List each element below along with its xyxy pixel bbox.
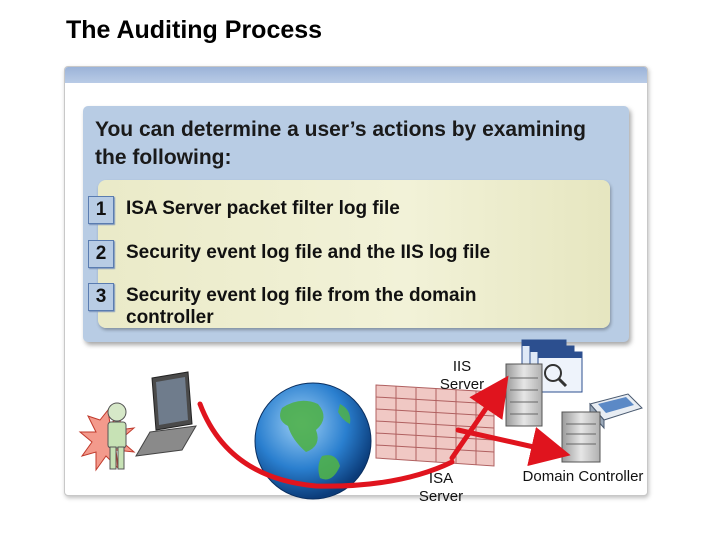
firewall-icon (375, 384, 495, 467)
isa-server-label: ISA Server (418, 470, 464, 505)
domain-controller-icon (561, 411, 601, 463)
item-number-1: 1 (88, 196, 114, 224)
list-item-2: 2 Security event log file and the IIS lo… (88, 240, 566, 268)
arrow-icon (197, 375, 571, 489)
user-icon (78, 402, 136, 472)
domain-controller-label: Domain Controller (522, 468, 644, 485)
list-item-1: 1 ISA Server packet filter log file (88, 196, 566, 224)
item-text-3: Security event log file from the domain … (126, 285, 477, 328)
item-number-2: 2 (88, 240, 114, 268)
page-title: The Auditing Process (66, 16, 323, 44)
list-item-3: 3 Security event log file from the domai… (88, 283, 566, 329)
item-text-1: ISA Server packet filter log file (126, 198, 400, 219)
list-panel (98, 180, 610, 328)
iis-server-icon (505, 363, 543, 427)
item-number-3: 3 (88, 283, 114, 311)
laptop-icon (135, 371, 197, 457)
globe-icon (254, 382, 372, 500)
intro-text: You can determine a user’s actions by ex… (95, 118, 586, 169)
frame-title-bar (65, 67, 647, 83)
iis-server-label: IIS Server (439, 358, 485, 393)
item-text-2: Security event log file and the IIS log … (126, 242, 491, 263)
